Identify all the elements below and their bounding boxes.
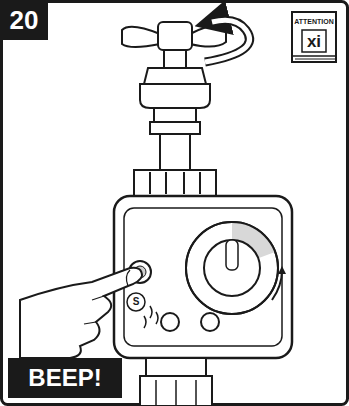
hand: [20, 268, 142, 358]
tap: [122, 22, 226, 196]
node-text: 20: [10, 7, 39, 33]
timer-body: [114, 196, 292, 406]
turn-arrow-fill: [205, 20, 250, 62]
node-text: ATTENTION: [294, 18, 334, 25]
turn-arrow: [205, 20, 250, 62]
node-text: BEEP!: [28, 366, 101, 390]
node-text: xi: [307, 33, 321, 50]
button-label: S: [133, 297, 140, 307]
attention-icon: ATTENTION xi: [292, 12, 336, 56]
beep-box: BEEP!: [8, 358, 122, 398]
step-number: 20: [0, 0, 48, 40]
sound-marks: [144, 306, 158, 328]
attention-book: [292, 12, 336, 62]
